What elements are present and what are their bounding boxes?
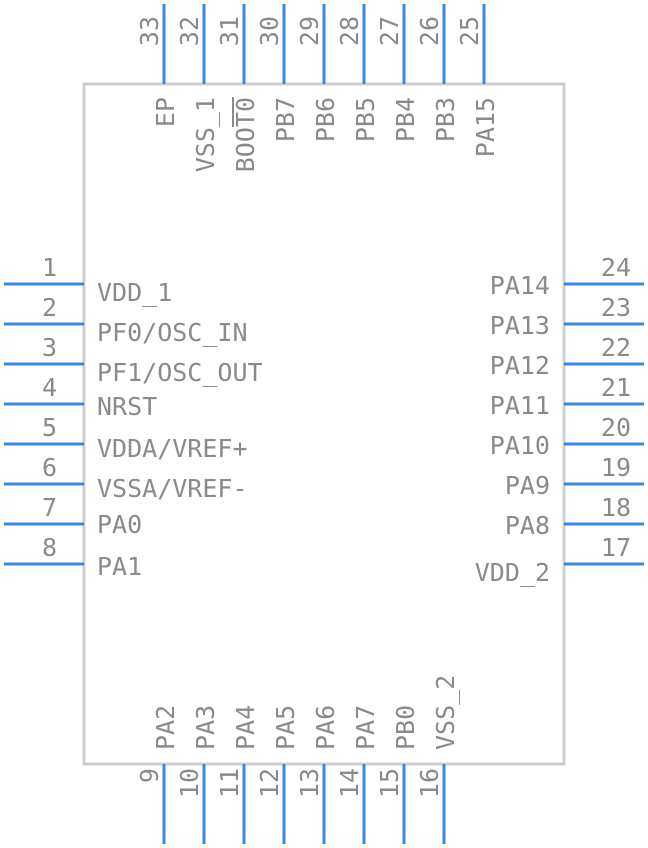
pin-number-29: 29 xyxy=(295,16,324,46)
pin-label-pa0: PA0 xyxy=(97,510,142,539)
component-body xyxy=(82,82,566,766)
pin-label-pa6: PA6 xyxy=(311,705,340,750)
pin-number-2: 2 xyxy=(42,293,57,322)
pin-label-vdd-2: VDD_2 xyxy=(475,558,550,587)
pin-label-boot0: BOOT0 xyxy=(231,97,260,172)
pin-label-pb3: PB3 xyxy=(431,97,460,142)
pin-label-pa10: PA10 xyxy=(490,431,550,460)
pin-number-28: 28 xyxy=(335,16,364,46)
pin-number-9: 9 xyxy=(135,768,164,783)
pin-label-pa2: PA2 xyxy=(151,705,180,750)
pin-number-5: 5 xyxy=(42,413,57,442)
pin-label-pa7: PA7 xyxy=(351,705,380,750)
pin-label-vdd-1: VDD_1 xyxy=(97,278,172,307)
pin-number-19: 19 xyxy=(601,453,631,482)
pin-number-6: 6 xyxy=(42,453,57,482)
pin-number-30: 30 xyxy=(255,16,284,46)
pin-number-20: 20 xyxy=(601,413,631,442)
pin-label-pf1-osc-out: PF1/OSC_OUT xyxy=(97,358,263,387)
pin-label-pa5: PA5 xyxy=(271,705,300,750)
bottom-pin-group: 9 PA2 10 PA3 11 PA4 12 PA5 13 PA6 14 PA7 15 PB0 16 VSS_… xyxy=(135,675,460,844)
pin-label-pa15: PA15 xyxy=(471,97,500,157)
pin-label-pf0-osc-in: PF0/OSC_IN xyxy=(97,318,248,347)
pin-number-12: 12 xyxy=(255,768,284,798)
pin-number-8: 8 xyxy=(42,533,57,562)
pin-number-3: 3 xyxy=(42,333,57,362)
pin-label-pa3: PA3 xyxy=(191,705,220,750)
pin-number-17: 17 xyxy=(601,533,631,562)
pin-number-23: 23 xyxy=(601,293,631,322)
pin-label-nrst: NRST xyxy=(97,392,157,421)
pin-label-ep: EP xyxy=(151,97,180,127)
pin-label-pa9: PA9 xyxy=(505,471,550,500)
pin-number-7: 7 xyxy=(42,493,57,522)
pin-label-pa1: PA1 xyxy=(97,552,142,581)
pin-label-pa14: PA14 xyxy=(490,271,550,300)
pin-number-27: 27 xyxy=(375,16,404,46)
pin-label-pb0: PB0 xyxy=(391,705,420,750)
pin-number-16: 16 xyxy=(415,768,444,798)
pin-number-33: 33 xyxy=(135,16,164,46)
pin-label-pa8: PA8 xyxy=(505,511,550,540)
pin-label-pb5: PB5 xyxy=(351,97,380,142)
pin-label-vss-1: VSS_1 xyxy=(191,97,220,172)
pin-number-21: 21 xyxy=(601,373,631,402)
pin-number-25: 25 xyxy=(455,16,484,46)
pin-number-22: 22 xyxy=(601,333,631,362)
pin-number-13: 13 xyxy=(295,768,324,798)
pin-number-1: 1 xyxy=(42,253,57,282)
pin-number-10: 10 xyxy=(175,768,204,798)
pin-label-vssa-vref: VSSA/VREF- xyxy=(97,474,248,503)
pin-number-24: 24 xyxy=(601,253,631,282)
pin-label-pa11: PA11 xyxy=(490,391,550,420)
pin-number-18: 18 xyxy=(601,493,631,522)
pin-number-26: 26 xyxy=(415,16,444,46)
pin-number-11: 11 xyxy=(215,768,244,798)
pin-label-vss-2: VSS_2 xyxy=(431,675,460,750)
pin-number-32: 32 xyxy=(175,16,204,46)
pin-label-pb4: PB4 xyxy=(391,97,420,142)
pin-label-pa12: PA12 xyxy=(490,351,550,380)
pin-number-31: 31 xyxy=(215,16,244,46)
pin-number-4: 4 xyxy=(42,373,57,402)
pin-label-pb7: PB7 xyxy=(271,97,300,142)
pin-number-15: 15 xyxy=(375,768,404,798)
pin-label-pa13: PA13 xyxy=(490,311,550,340)
pin-number-14: 14 xyxy=(335,768,364,798)
pin-label-vdda-vref: VDDA/VREF+ xyxy=(97,434,248,463)
right-pin-group: 17VDD_218PA819PA920PA1021PA1122PA1223PA1… xyxy=(475,253,644,587)
pin-label-pb6: PB6 xyxy=(311,97,340,142)
pin-label-pa4: PA4 xyxy=(231,705,260,750)
